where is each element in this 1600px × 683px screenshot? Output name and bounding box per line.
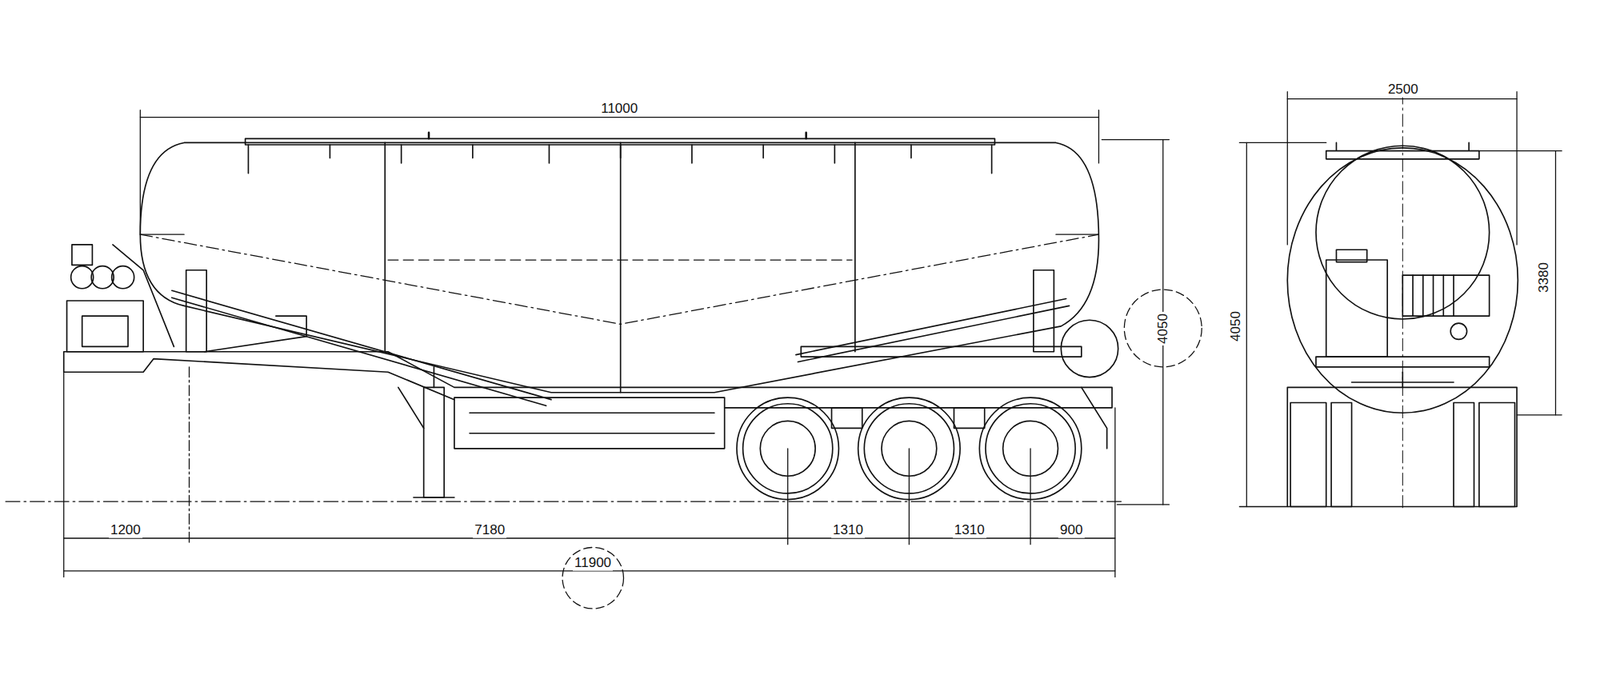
dimension-label: 2500	[1386, 82, 1420, 98]
dimension-label: 4050	[1156, 312, 1172, 346]
dimension-label: 11000	[599, 101, 640, 117]
dimension-label: 4050	[1228, 309, 1244, 344]
dimension-label: 1200	[108, 523, 143, 539]
dimension-label: 3380	[1536, 260, 1552, 295]
dimension-label: 7180	[472, 523, 507, 539]
dimension-label: 11900	[572, 556, 613, 572]
dimension-label: 1310	[952, 523, 987, 539]
dimension-label: 900	[1058, 523, 1084, 539]
dimension-label: 1310	[831, 523, 865, 539]
